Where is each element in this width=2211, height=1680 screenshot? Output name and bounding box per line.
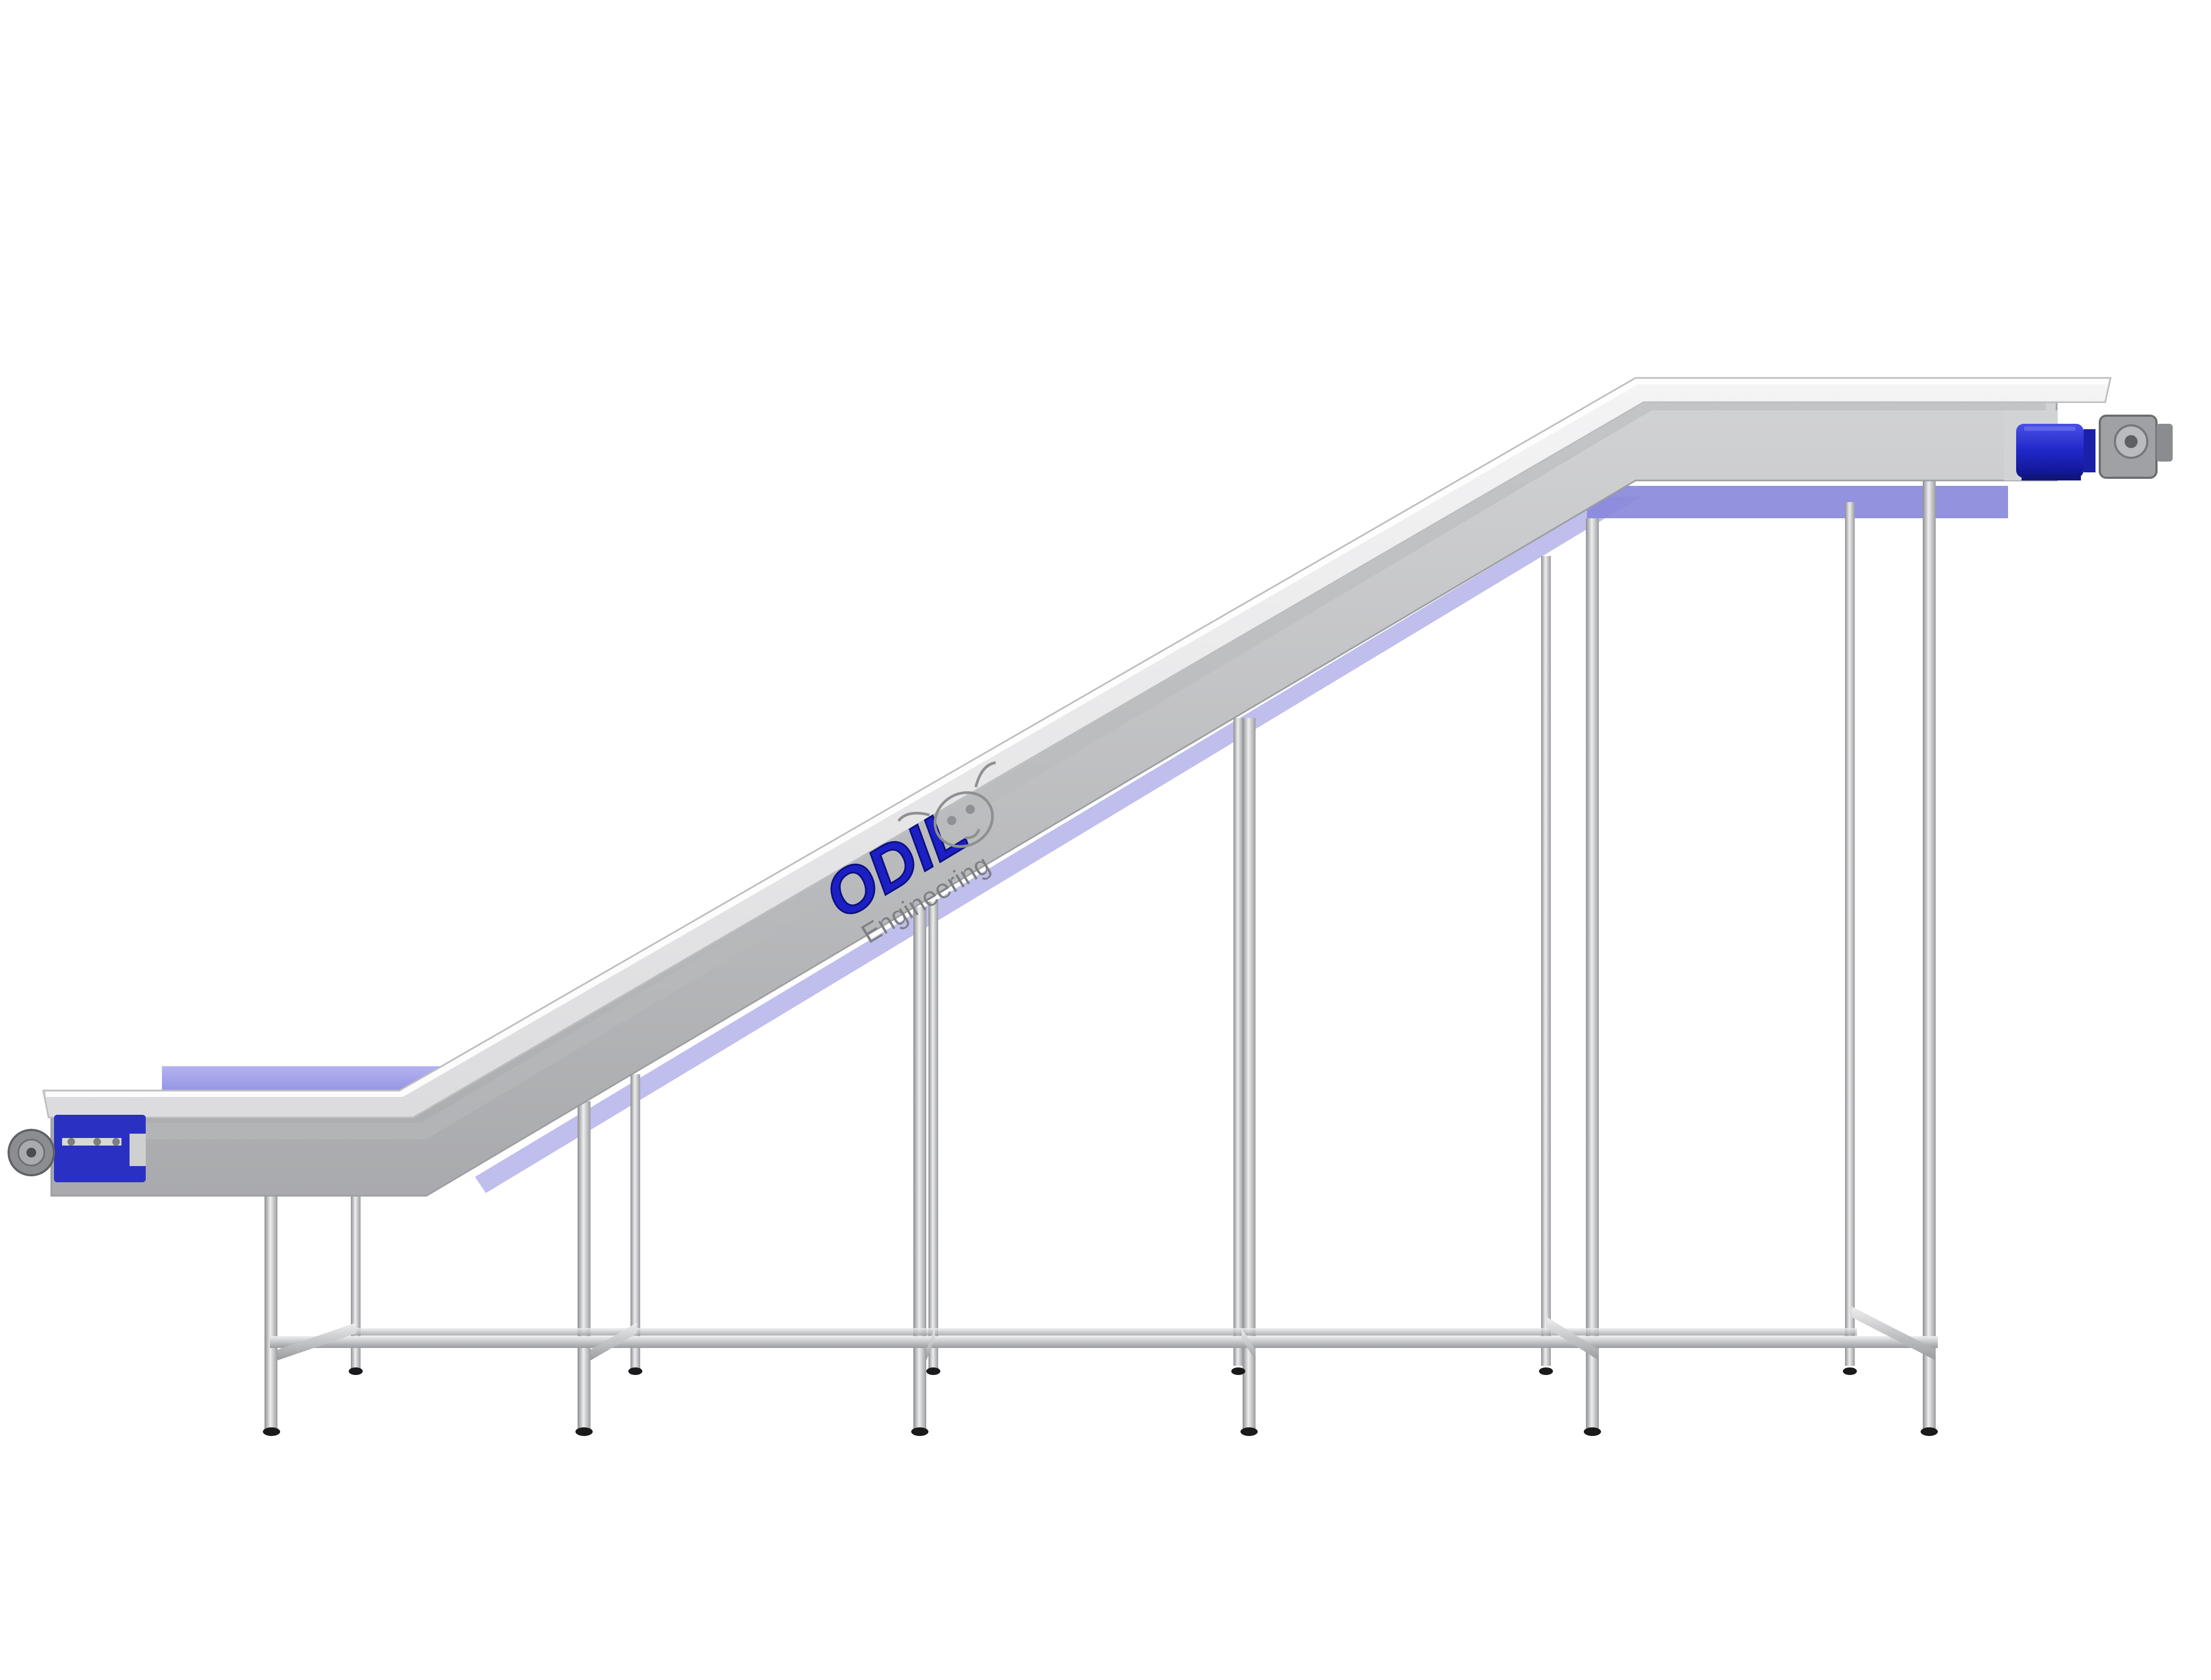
lower-frame [270, 1306, 1938, 1360]
tail-pulley-assembly [8, 1115, 146, 1182]
electric-motor-icon [2016, 424, 2095, 480]
leveling-feet [263, 1367, 1938, 1436]
drive-unit [2004, 410, 2173, 480]
belt-loading-zone [162, 1066, 464, 1096]
belt-underside [475, 486, 2008, 1193]
gearbox-icon [2099, 415, 2173, 479]
support-legs [264, 480, 1936, 1431]
bull-head-logo-icon [897, 761, 996, 848]
tail-pulley-icon [8, 1129, 55, 1176]
